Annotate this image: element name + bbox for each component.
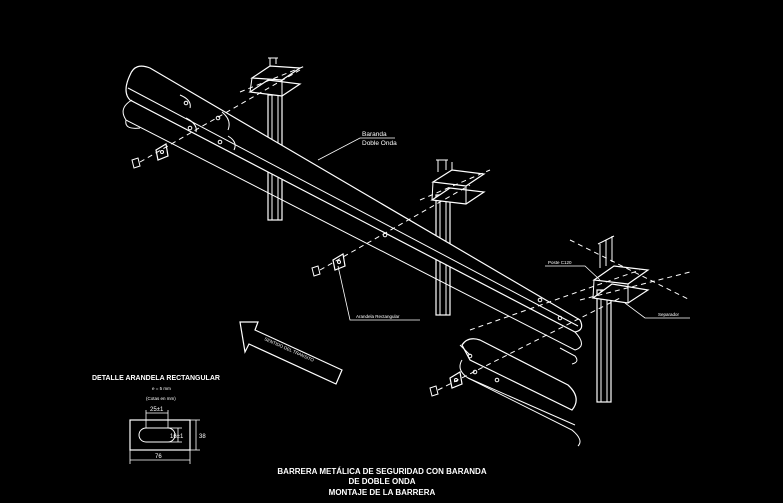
second-rail — [459, 338, 581, 447]
traffic-direction-arrow: SENTIDO DEL TRANSITO — [239, 321, 343, 385]
main-rail — [122, 65, 583, 351]
doble-onda-label: Doble Onda — [362, 140, 397, 147]
arandela-leader — [337, 265, 420, 321]
dim-slot-width: 25±1 — [150, 407, 164, 413]
detail-title: DETALLE ARANDELA RECTANGULAR — [92, 375, 220, 382]
bolt-left — [131, 69, 301, 169]
washer-detail: DETALLE ARANDELA RECTANGULAR e = 5 mm (C… — [92, 375, 220, 464]
title-line-2: DE DOBLE ONDA — [348, 477, 415, 486]
spacer-right — [569, 235, 691, 304]
title-block: BARRERA METÁLICA DE SEGURIDAD CON BARAND… — [277, 467, 486, 497]
dim-height: 38 — [199, 434, 206, 440]
dim-slot-height: 16±1 — [170, 434, 184, 440]
dim-width: 76 — [155, 454, 162, 460]
detail-thickness: e = 5 mm — [152, 386, 171, 391]
arandela-label: Arandela Rectangular — [356, 314, 400, 319]
post-right — [596, 289, 612, 403]
title-line-3: MONTAJE DE LA BARRERA — [329, 488, 436, 497]
separador-leader — [624, 302, 690, 319]
spacer-left — [239, 57, 306, 97]
washer-outline — [129, 419, 191, 451]
baranda-label: Baranda — [362, 131, 387, 138]
poste-leader — [545, 265, 601, 281]
baranda-leader — [317, 137, 395, 161]
bolt-middle — [311, 184, 471, 277]
detail-units: (Cotas en mm) — [146, 396, 176, 401]
bolt-lower — [429, 269, 641, 397]
separador-label: Separador — [658, 312, 680, 317]
poste-label: Poste C120 — [548, 260, 572, 265]
title-line-1: BARRERA METÁLICA DE SEGURIDAD CON BARAND… — [277, 467, 486, 476]
spacer-middle — [419, 159, 491, 205]
